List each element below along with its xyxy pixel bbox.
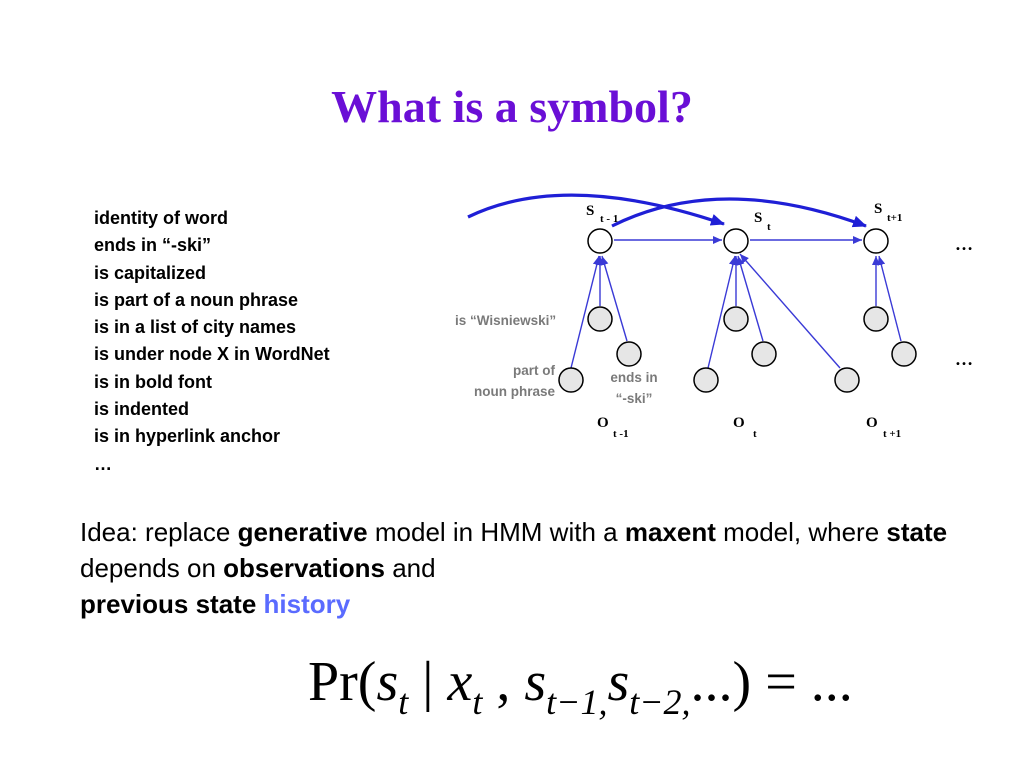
formula-bar: | bbox=[408, 651, 448, 713]
state-node-t-plus-1 bbox=[863, 228, 889, 254]
annotation-part-of: part of bbox=[513, 363, 556, 378]
state-node-t-minus-1 bbox=[587, 228, 613, 254]
observation-node bbox=[693, 367, 719, 393]
formula-var: s bbox=[524, 651, 547, 713]
feature-item: is in a list of city names bbox=[94, 317, 297, 338]
idea-text: model, where bbox=[715, 517, 887, 547]
probability-formula: Pr(st | xt , st−1,st−2,...) = ... bbox=[308, 650, 853, 723]
feature-item: is in hyperlink anchor bbox=[94, 426, 281, 447]
observation-label-letter: O bbox=[866, 415, 878, 431]
formula-var: x bbox=[447, 651, 473, 713]
annotation-ski: “-ski” bbox=[616, 391, 653, 406]
observation-node bbox=[834, 367, 860, 393]
formula-subscript: t bbox=[398, 682, 409, 722]
observation-edge bbox=[736, 255, 764, 342]
formula-subscript: t−1, bbox=[546, 682, 608, 722]
feature-item: is part of a noun phrase bbox=[94, 289, 299, 310]
idea-text: model in HMM with a bbox=[367, 517, 625, 547]
observation-node bbox=[751, 341, 777, 367]
idea-text bbox=[256, 589, 263, 619]
observation-node bbox=[587, 306, 613, 332]
idea-emphasis: generative bbox=[237, 517, 368, 547]
slide-title: What is a symbol? bbox=[331, 81, 693, 132]
observation-node bbox=[723, 306, 749, 332]
state-node-t bbox=[723, 228, 749, 254]
formula-var: s bbox=[607, 651, 630, 713]
feature-item: is capitalized bbox=[94, 262, 207, 283]
formula-rest: ...) = ... bbox=[690, 651, 853, 713]
idea-text: and bbox=[384, 553, 436, 583]
feature-item: identity of word bbox=[94, 208, 228, 228]
annotation-noun-phrase: noun phrase bbox=[474, 384, 555, 399]
observation-node bbox=[891, 341, 917, 367]
idea-emphasis: maxent bbox=[624, 517, 716, 547]
annotation-wisniewski: is “Wisniewski” bbox=[455, 313, 556, 328]
idea-history-highlight: history bbox=[263, 589, 351, 619]
feature-item: is indented bbox=[94, 399, 190, 420]
observation-label-sub: t +1 bbox=[883, 428, 901, 440]
idea-emphasis: previous state bbox=[80, 589, 257, 619]
formula-subscript: t bbox=[472, 682, 483, 722]
ellipsis-states: … bbox=[955, 234, 973, 254]
observation-label-letter: O bbox=[733, 415, 745, 431]
observation-edge bbox=[707, 255, 737, 369]
formula-pr: Pr( bbox=[308, 651, 377, 713]
state-label-sub: t bbox=[767, 221, 771, 233]
history-arc-1 bbox=[467, 193, 725, 226]
idea-text: Idea: replace bbox=[80, 517, 238, 547]
state-label-letter: S bbox=[586, 203, 594, 219]
idea-text: depends on bbox=[80, 553, 224, 583]
state-label-sub: t+1 bbox=[887, 212, 902, 224]
idea-emphasis: state bbox=[886, 517, 948, 547]
observation-node bbox=[863, 306, 889, 332]
observation-node bbox=[616, 341, 642, 367]
idea-paragraph: Idea: replace generative model in HMM wi… bbox=[80, 514, 960, 622]
observation-edge bbox=[600, 255, 628, 342]
history-arc-2 bbox=[611, 197, 867, 228]
state-label-sub: t - 1 bbox=[600, 213, 618, 225]
observation-edge bbox=[570, 255, 601, 369]
feature-item: ends in “-ski” bbox=[94, 235, 212, 256]
state-label-letter: S bbox=[754, 210, 762, 226]
ellipsis-observations: … bbox=[955, 349, 973, 369]
feature-item: is under node X in WordNet bbox=[94, 344, 330, 365]
annotation-ends-in: ends in bbox=[610, 370, 657, 385]
idea-emphasis: observations bbox=[223, 553, 385, 583]
feature-list: identity of word ends in “-ski” is capit… bbox=[94, 205, 330, 478]
observation-edge bbox=[877, 255, 902, 342]
observation-node bbox=[558, 367, 584, 393]
observation-label-sub: t -1 bbox=[613, 428, 629, 440]
formula-comma: , bbox=[482, 651, 525, 713]
state-label-letter: S bbox=[874, 201, 882, 217]
formula-subscript: t−2, bbox=[629, 682, 691, 722]
observation-label-sub: t bbox=[753, 428, 757, 440]
formula-var: s bbox=[376, 651, 399, 713]
feature-item-ellipsis: … bbox=[94, 453, 112, 474]
feature-item: is in bold font bbox=[94, 371, 212, 392]
observation-label-letter: O bbox=[597, 415, 609, 431]
observation-edge bbox=[739, 253, 841, 369]
